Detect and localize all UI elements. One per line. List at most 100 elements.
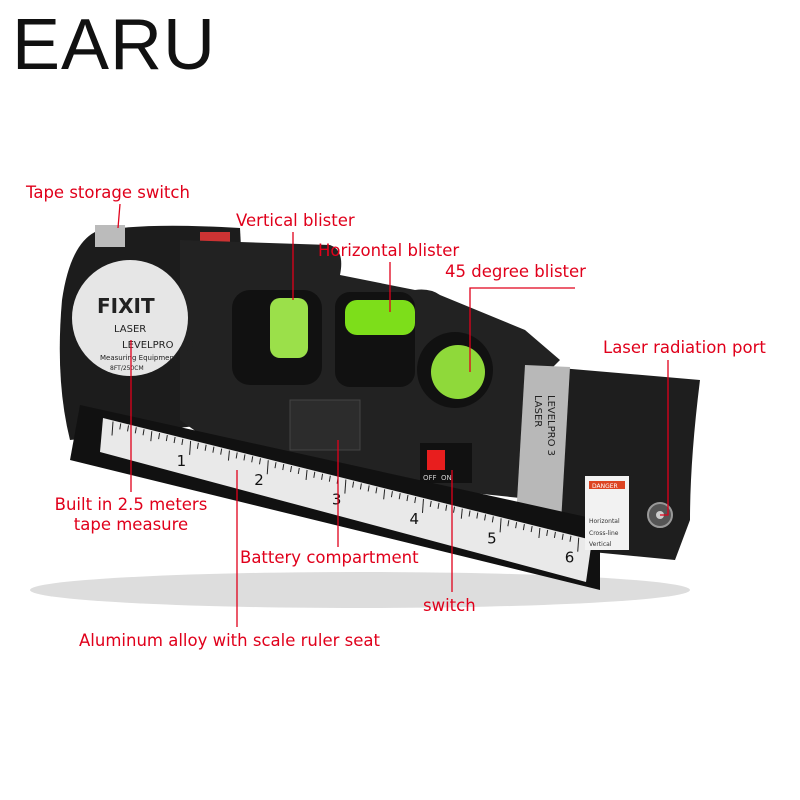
power-switch [427,450,445,470]
scale-ruler [100,418,592,582]
badge-length: 8FT/250CM [110,365,144,372]
badge-model: LEVELPRO [122,340,174,351]
ruler-tick [499,518,502,533]
ruler-number: 6 [565,549,575,567]
ruler-tick [577,537,580,552]
label-45-degree-blister: 45 degree blister [445,262,586,281]
ruler-tick [406,494,409,502]
ruler-tick [546,529,549,537]
badge-model-num: 3 [186,340,195,356]
ruler-tick [414,496,417,504]
ruler-tick [383,489,386,500]
ruler-tick [507,520,510,527]
switch-label: OFF ON [423,474,452,482]
side-text-2: LEVELPRO 3 [545,395,556,456]
ruler-tick [421,498,424,513]
ruler-tick [266,460,269,475]
label-aluminum-ruler: Aluminum alloy with scale ruler seat [79,631,380,650]
ruler-tick [491,516,494,523]
ruler-tick [134,427,137,434]
ruler-tick [515,522,518,529]
ruler-tick [429,500,432,507]
label-switch: switch [423,596,476,615]
ruler-tick [375,487,378,494]
badge-brand: FIXIT [97,294,155,318]
ruler-number: 3 [332,491,342,509]
ruler-tick [445,504,448,511]
ruler-tick [204,444,207,451]
ruler-tick [344,479,347,494]
ruler-tick [484,514,487,521]
ruler-tick [359,483,362,490]
battery-compartment [289,399,361,451]
ruler-tick [111,421,114,436]
ruler-tick [297,467,300,475]
vertical-blister [270,298,308,358]
ruler-ticks [111,421,587,552]
ruler-tick [453,506,456,513]
label-laser-port: Laser radiation port [603,338,766,357]
ruler-tick [460,508,463,519]
ruler-tick [243,454,246,461]
ruler-tick [367,485,370,492]
ruler-tick [530,525,533,533]
ruler-tick [522,524,525,531]
horizontal-blister [345,300,415,335]
ruler-number: 4 [409,510,419,528]
ruler-number: 1 [177,452,187,470]
label-tape-measure-2: tape measure [73,515,189,534]
leader-laser-port [660,360,669,516]
brand-badge [72,260,188,376]
ruler-tick [569,535,572,542]
leader-45-blister [469,287,575,372]
ruler-tick [158,433,161,440]
ruler-tick [476,512,479,519]
ruler-tick [127,425,130,432]
ruler-tick [235,452,238,459]
ruler-tick [553,531,556,538]
ruler-tick [352,481,355,488]
ruler-tick [437,502,440,509]
badge-laser: LASER [114,324,146,335]
ruler-tick [251,456,254,463]
ruler-tick [212,446,215,453]
ruler-tick [119,423,122,430]
ruler-tick [305,469,308,480]
ruler-tick [321,473,324,480]
ruler-number: 5 [487,529,497,547]
ruler-tick [196,442,199,449]
label-tape-measure-1: Built in 2.5 meters [54,495,208,514]
ruler-tick [258,458,261,465]
ruler-tick [173,436,176,444]
danger-band [589,481,625,489]
label-tape-storage-switch: Tape storage switch [26,183,190,202]
warning-vertical: Vertical [589,541,612,548]
warning-crossline: Cross-line [589,530,619,537]
ruler-tick [181,438,184,446]
45-degree-blister [431,345,485,399]
ruler-tick [282,464,285,471]
label-vertical-blister: Vertical blister [236,211,355,230]
label-battery-compartment: Battery compartment [240,548,419,567]
ruler-number: 2 [254,471,264,489]
ruler-tick [468,510,471,517]
ruler-tick [165,434,168,442]
ruler-tick [189,440,192,455]
danger-title: DANGER [592,483,618,490]
label-horizontal-blister: Horizontal blister [318,241,460,260]
brand-logo: EARU [12,5,217,85]
ruler-tick [390,491,393,498]
ruler-tick [227,450,230,461]
ruler-tick [328,475,331,482]
silver-band [515,365,570,540]
ruler-tick [398,493,401,500]
ruler-tick [274,462,277,469]
badge-sub: Measuring Equipment [100,354,177,362]
ruler-tick [538,527,541,539]
shadow [30,572,690,608]
side-text-1: LASER [532,395,543,427]
tape-storage-switch [95,225,125,247]
ruler-tick [142,429,145,436]
ruler-tick [561,533,564,540]
